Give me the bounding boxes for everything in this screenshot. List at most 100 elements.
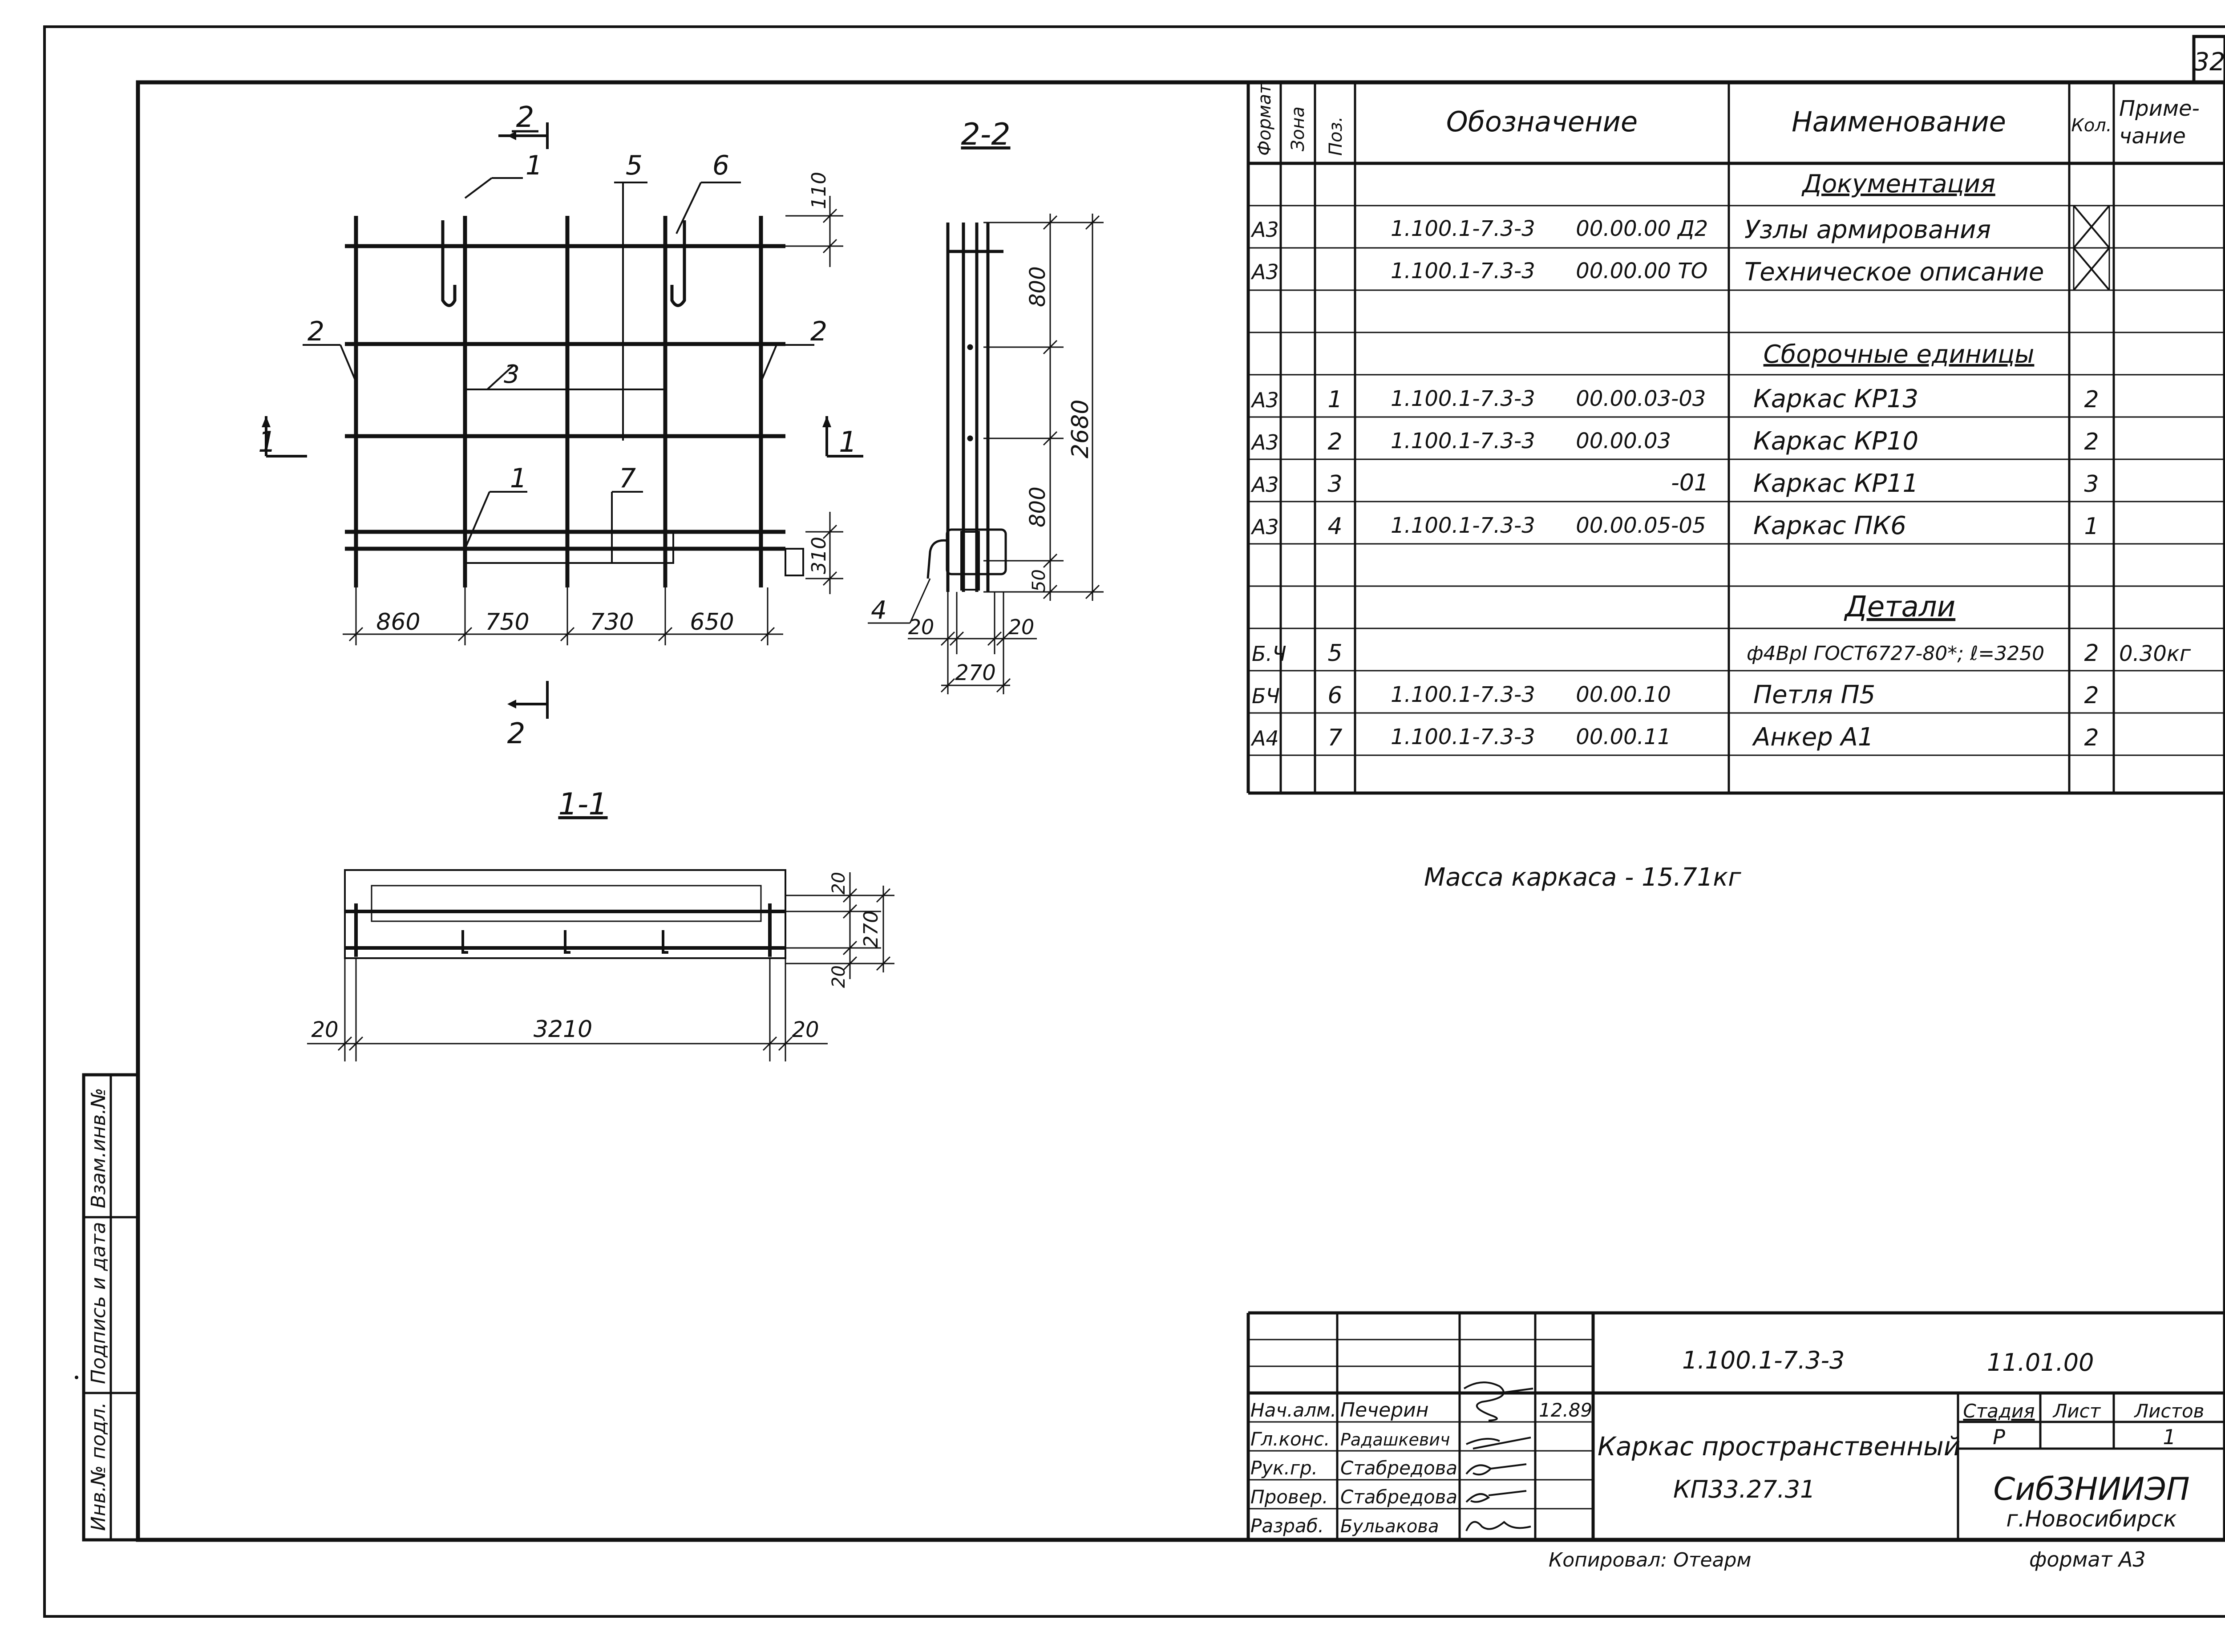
dim-750: 750 xyxy=(485,609,529,636)
cell-format: А3 xyxy=(1250,430,1279,454)
stamp-replace-inv: Взам.инв.№ xyxy=(87,1088,110,1208)
spec-table-header: Формат Зона Поз. Обозначение Наименовани… xyxy=(1254,83,2206,156)
section-2-2-labels: 2-2 800 800 2680 50 4 20 20 270 xyxy=(871,117,1094,685)
cell-designation: 1.100.1-7.3-3 00.00.03-03 xyxy=(1391,386,1706,411)
date-value: 12.89 xyxy=(1539,1399,1592,1421)
cell-designation: -01 xyxy=(1671,470,1709,496)
role-label: Рук.гр. xyxy=(1250,1457,1318,1479)
cell-name: Узлы армирования xyxy=(1744,215,1991,244)
cell-qty: 2 xyxy=(2084,386,2099,413)
dim-270-width: 270 xyxy=(955,660,996,685)
stage-value: Р xyxy=(1993,1425,2005,1449)
header-designation: Обозначение xyxy=(1446,105,1638,138)
product-mark: КП33.27.31 xyxy=(1673,1475,1815,1503)
dim-860: 860 xyxy=(376,609,420,636)
cell-pos: 7 xyxy=(1327,725,1342,751)
cell-pos: 4 xyxy=(1327,513,1342,540)
stamp-inv-orig: Инв.№ подл. xyxy=(87,1402,110,1531)
sheet-frames xyxy=(43,25,2225,1618)
spec-row: Б.Ч 5 ф4ВрI ГОСТ6727-80*; ℓ=3250 2 0.30к… xyxy=(1252,640,2191,667)
dim-20-plan-right: 20 xyxy=(792,1017,819,1042)
cell-name: Анкер А1 xyxy=(1752,723,1873,752)
role-row: Рук.гр. Стабредова xyxy=(1250,1457,1457,1479)
dim-3210: 3210 xyxy=(534,1016,592,1043)
header-pos: Поз. xyxy=(1326,116,1346,156)
section-2-2-title: 2-2 xyxy=(961,117,1010,152)
spec-row: А3 2 1.100.1-7.3-3 00.00.03 Каркас КР10 … xyxy=(1250,427,2099,456)
dim-650: 650 xyxy=(690,609,734,636)
role-label: Разраб. xyxy=(1250,1515,1324,1537)
callout-pos-4: 4 xyxy=(871,596,887,625)
cell-designation: 1.100.1-7.3-3 00.00.03 xyxy=(1391,429,1671,453)
cell-pos: 1 xyxy=(1327,386,1342,413)
callout-pos-2-right: 2 xyxy=(810,316,827,347)
loop-right xyxy=(670,220,686,307)
cell-format: А4 xyxy=(1250,726,1279,750)
cell-qty: 2 xyxy=(2084,682,2099,709)
dim-800-lower: 800 xyxy=(1025,486,1050,527)
cell-format: БЧ xyxy=(1252,684,1280,708)
spec-row: Детали xyxy=(1844,591,1955,624)
spec-row: БЧ 6 1.100.1-7.3-3 00.00.10 Петля П5 2 xyxy=(1252,680,2099,709)
spec-row: А3 3 -01 Каркас КР11 3 xyxy=(1250,469,2099,498)
dim-20-plan-bottom: 20 xyxy=(829,965,849,988)
section-1-1-labels: 1-1 20 20 270 3210 20 20 xyxy=(311,787,882,1043)
cell-qty: 2 xyxy=(2084,725,2099,751)
row-heading: Детали xyxy=(1844,591,1955,624)
callout-pos-1-top: 1 xyxy=(526,150,542,181)
cell-name: Техническое описание xyxy=(1744,258,2044,287)
cell-format: А3 xyxy=(1250,388,1279,412)
cell-name: Каркас ПК6 xyxy=(1753,511,1906,540)
vertical-bars xyxy=(354,216,763,587)
callout-pos-1-bottom: 1 xyxy=(510,463,527,494)
copied-by: Копировал: Отеарм xyxy=(1549,1549,1752,1571)
org-name: СибЗНИИЭП xyxy=(1993,1471,2189,1507)
role-name: Стабредова xyxy=(1340,1457,1457,1479)
doc-code: 1.100.1-7.3-3 xyxy=(1682,1346,1845,1374)
cell-designation: 1.100.1-7.3-3 00.00.10 xyxy=(1391,682,1671,707)
header-note-line2: чание xyxy=(2119,124,2186,149)
spec-row: А4 7 1.100.1-7.3-3 00.00.11 Анкер А1 2 xyxy=(1250,723,2099,752)
cell-format: А3 xyxy=(1250,473,1279,497)
cell-qty: 3 xyxy=(2084,471,2099,498)
section-1-1-title: 1-1 xyxy=(558,787,607,822)
header-name: Наименование xyxy=(1792,105,2006,138)
role-name: Радашкевич xyxy=(1340,1430,1450,1450)
loop-left xyxy=(441,220,457,307)
role-row: Провер. Стабредова xyxy=(1250,1486,1457,1508)
row-heading: Сборочные единицы xyxy=(1764,340,2035,369)
dim-2680: 2680 xyxy=(1067,400,1094,458)
cell-pos: 6 xyxy=(1327,682,1342,709)
doc-suffix: 11.01.00 xyxy=(1987,1348,2094,1377)
cell-format: Б.Ч xyxy=(1252,642,1286,666)
role-label: Провер. xyxy=(1250,1486,1328,1508)
dim-20-left: 20 xyxy=(908,615,934,639)
title-block: 1.100.1-7.3-3 11.01.00 12.89 Нач.алм. Пе… xyxy=(1246,1311,2225,1540)
front-view xyxy=(262,122,863,719)
cut-1-left-label: 1 xyxy=(258,426,276,459)
sheet-number: 32 xyxy=(2193,48,2225,77)
dim-20-right: 20 xyxy=(1008,615,1035,639)
section-2-2-view xyxy=(868,214,1104,694)
mass-note: Масса каркаса - 15.71кг xyxy=(1424,863,1741,892)
dim-50: 50 xyxy=(1029,569,1049,592)
header-note: Приме- чание xyxy=(2119,96,2206,149)
cell-format: А3 xyxy=(1250,515,1279,539)
cut-2-top-label: 2 xyxy=(516,101,534,134)
role-row: Нач.алм. Печерин xyxy=(1250,1399,1429,1421)
stage-label: Стадия xyxy=(1963,1400,2035,1422)
cell-name: Каркас КР11 xyxy=(1753,469,1918,498)
dim-270-plan: 270 xyxy=(860,911,882,948)
cell-pos: 5 xyxy=(1327,640,1342,667)
dim-20-plan-top: 20 xyxy=(829,872,849,895)
role-name: Печерин xyxy=(1340,1399,1429,1421)
role-row: Гл.конс. Радашкевич xyxy=(1250,1428,1450,1450)
cell-format: А3 xyxy=(1250,260,1279,284)
sheets-label: Листов xyxy=(2134,1400,2205,1422)
cell-name: ф4ВрI ГОСТ6727-80*; ℓ=3250 xyxy=(1747,642,2044,665)
cut-1-right-label: 1 xyxy=(839,426,857,459)
dim-730: 730 xyxy=(590,609,634,636)
header-zone: Зона xyxy=(1288,106,1308,151)
sheet-label: Лист xyxy=(2052,1400,2101,1422)
outer-frame xyxy=(43,25,2225,1618)
